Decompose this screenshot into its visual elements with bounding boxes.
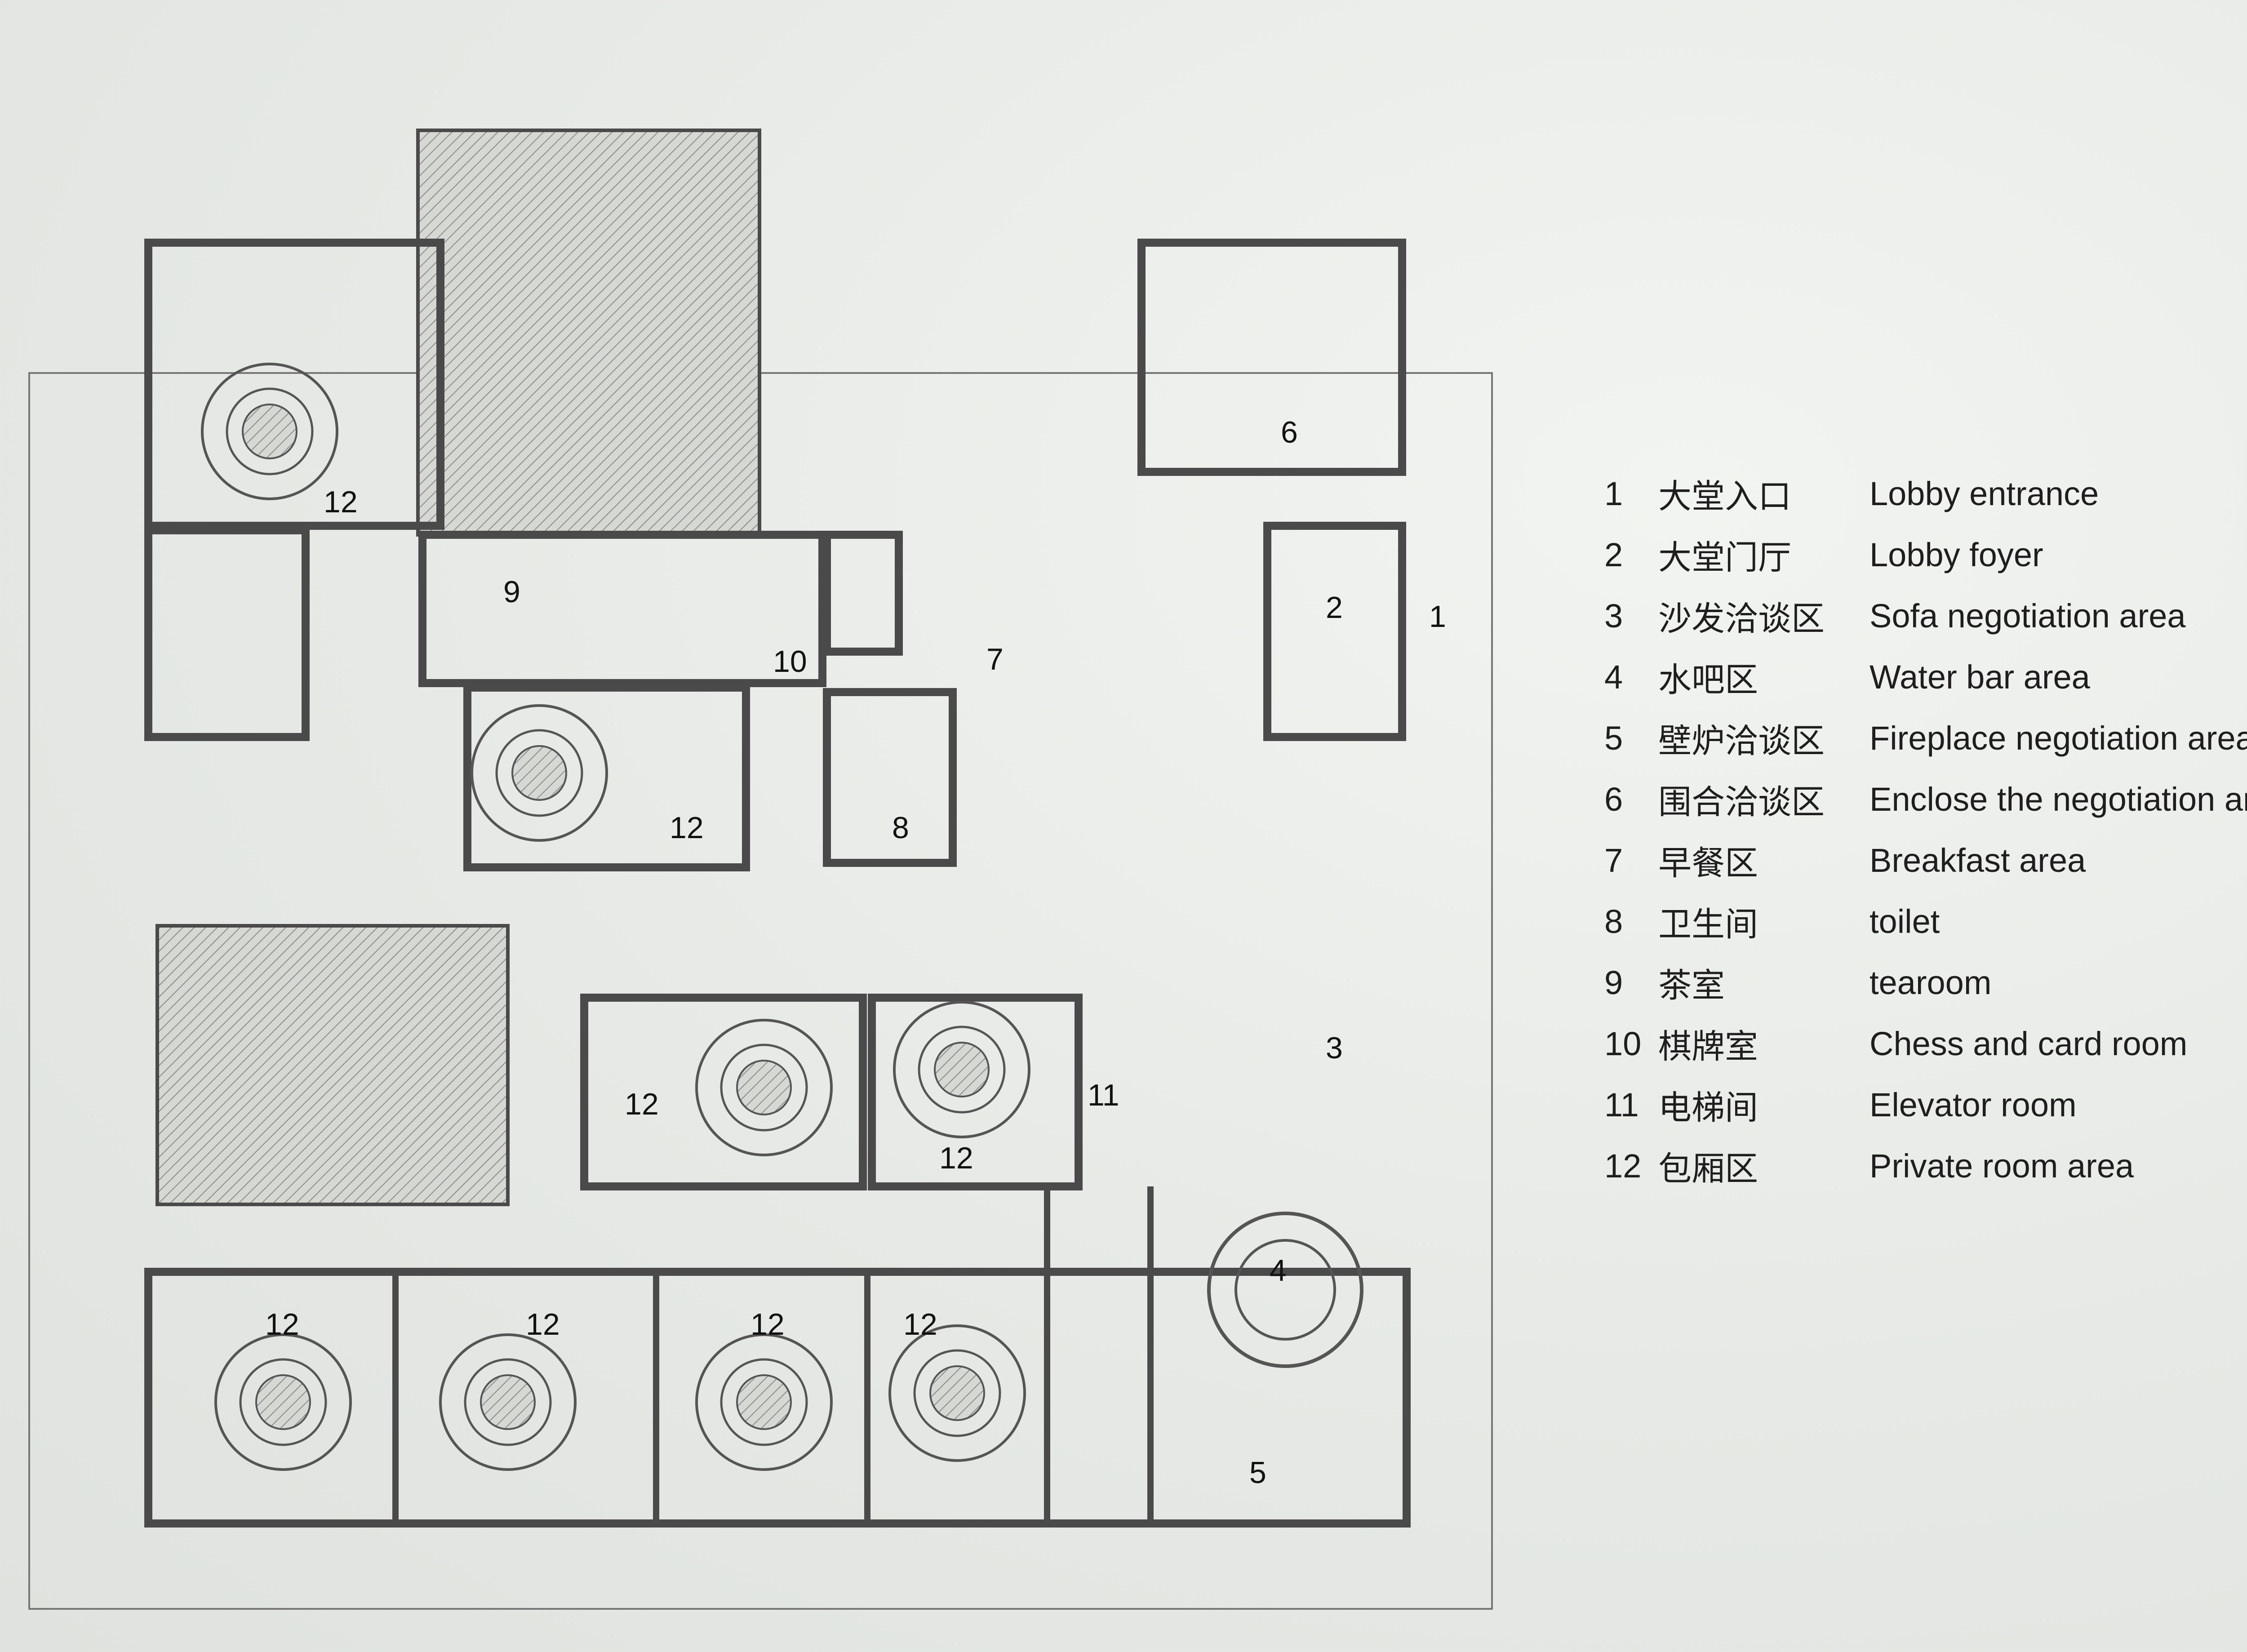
zone-label: 7 [986,642,1004,676]
legend-chinese-label: 包厢区 [1658,1149,1758,1188]
legend-number: 6 [1604,780,1623,818]
private-room-partitions [392,1186,1154,1523]
round-table [697,1335,831,1470]
legend-english-label: tearoom [1870,964,1992,1001]
legend-chinese-label: 卫生间 [1658,905,1758,944]
legend-row: 4 水吧区 Water bar area [1604,646,2247,707]
zone-label: 11 [1088,1078,1119,1112]
legend-number: 10 [1604,1025,1642,1062]
legend-number: 1 [1604,475,1623,512]
zone-label: 12 [324,485,358,519]
legend-english-label: Water bar area [1870,658,2090,696]
round-table [697,1020,831,1155]
legend-chinese-label: 沙发洽谈区 [1658,599,1825,638]
zone-label: 12 [625,1087,659,1121]
zone-label: 9 [503,575,520,609]
zone-label: 5 [1249,1456,1266,1490]
zone-label: 12 [526,1307,560,1341]
legend-number: 11 [1604,1086,1639,1124]
legend-row: 11 电梯间 Elevator room [1604,1074,2247,1135]
zone-label: 1 [1429,600,1446,634]
legend-chinese-label: 大堂入口 [1658,477,1791,516]
legend-chinese-label: 壁炉洽谈区 [1658,721,1825,760]
legend-number: 5 [1604,719,1623,757]
legend-english-label: Enclose the negotiation area [1870,780,2247,818]
legend-chinese-label: 早餐区 [1658,844,1758,883]
legend-number: 9 [1604,964,1623,1001]
legend-english-label: Private room area [1870,1147,2134,1185]
zone-label: 4 [1270,1253,1287,1288]
round-table [440,1335,575,1470]
legend-number: 7 [1604,841,1623,879]
legend-chinese-label: 茶室 [1658,966,1725,1005]
legend-english-label: toilet [1870,902,1940,940]
legend-row: 12 包厢区 Private room area [1604,1135,2247,1196]
legend-row: 6 围合洽谈区 Enclose the negotiation area [1604,768,2247,830]
round-table [894,1002,1029,1137]
legend-row: 9 茶室 tearoom [1604,952,2247,1013]
round-table [890,1326,1025,1461]
zone-label: 12 [750,1307,785,1341]
legend: 1 大堂入口 Lobby entrance 2 大堂门厅 Lobby foyer 3 沙发洽谈… [1604,463,2247,1196]
legend-english-label: Elevator room [1870,1086,2077,1124]
round-table [472,706,607,840]
legend-number: 12 [1604,1147,1642,1185]
zone-label: 12 [903,1307,937,1341]
legend-number: 8 [1604,902,1623,940]
zone-label: 12 [670,811,704,845]
water-bar-inner [1235,1239,1336,1341]
legend-english-label: Fireplace negotiation area [1870,719,2247,757]
zone-label: 12 [265,1307,299,1341]
legend-chinese-label: 电梯间 [1658,1088,1758,1127]
legend-number: 2 [1604,536,1623,573]
legend-english-label: Chess and card room [1870,1025,2188,1062]
water-bar [1207,1212,1363,1368]
zone-labels: 1 2 3 4 5 6 7 8 9 10 11 12 12 12 12 12 1… [265,415,1446,1490]
zone-label: 2 [1326,591,1343,625]
hatched-block-west [155,924,510,1206]
legend-english-label: Sofa negotiation area [1870,597,2186,635]
building-walls [144,239,1411,1528]
zone-label: 3 [1326,1031,1343,1065]
legend-row: 1 大堂入口 Lobby entrance [1604,463,2247,524]
round-table [202,364,337,499]
legend-chinese-label: 水吧区 [1658,660,1758,699]
legend-row: 10 棋牌室 Chess and card room [1604,1013,2247,1074]
legend-row: 3 沙发洽谈区 Sofa negotiation area [1604,585,2247,646]
zone-label: 6 [1281,415,1298,449]
legend-chinese-label: 围合洽谈区 [1658,782,1825,822]
legend-row: 8 卫生间 toilet [1604,891,2247,952]
round-table [216,1335,351,1470]
legend-chinese-label: 棋牌室 [1658,1027,1758,1066]
legend-row: 5 壁炉洽谈区 Fireplace negotiation area [1604,707,2247,768]
legend-english-label: Lobby entrance [1870,475,2099,512]
legend-number: 3 [1604,597,1623,635]
zone-label: 10 [773,644,807,679]
zone-label: 12 [939,1141,973,1175]
legend-english-label: Breakfast area [1870,841,2086,879]
legend-chinese-label: 大堂门厅 [1658,538,1791,577]
hatched-core-north [416,129,761,537]
legend-number: 4 [1604,658,1623,696]
zone-label: 8 [892,811,909,845]
legend-english-label: Lobby foyer [1870,536,2043,573]
floor-plan: 1 2 3 4 5 6 7 8 9 10 11 12 12 12 12 12 1… [28,129,1493,1610]
legend-row: 7 早餐区 Breakfast area [1604,830,2247,891]
legend-row: 2 大堂门厅 Lobby foyer [1604,524,2247,585]
